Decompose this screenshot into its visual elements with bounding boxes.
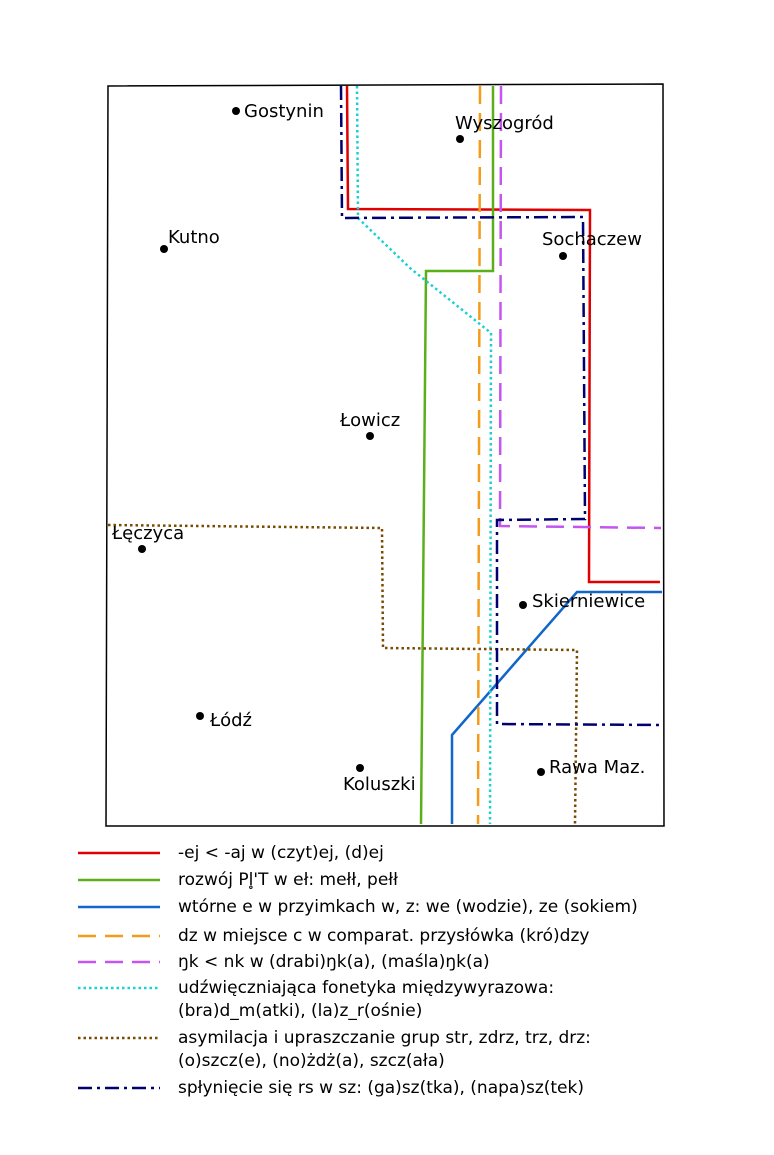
- town-label: Łowicz: [339, 410, 400, 431]
- legend-swatch-pl: [78, 878, 160, 882]
- town-label: Gostynin: [244, 101, 324, 122]
- legend-label-udzw: udźwięczniająca fonetyka międzywyrazowa:: [178, 978, 555, 998]
- isogloss-pl: [419, 86, 495, 825]
- town-marker: [232, 107, 240, 115]
- town-label: Koluszki: [343, 774, 416, 795]
- isogloss-rs: [339, 85, 664, 727]
- isogloss-asym: [107, 523, 579, 825]
- town-label: Łęczyca: [111, 523, 184, 544]
- legend-label-dz: dz w miejsce c w comparat. przysłówka (k…: [178, 926, 590, 946]
- legend-swatch-rs: [78, 1086, 160, 1090]
- town-gostynin: Gostynin: [232, 101, 324, 122]
- legend-label-asym-2: (o)szcz(e), (no)żdż(a), szcz(ała): [178, 1051, 445, 1071]
- town-skierniewice: Skierniewice: [519, 591, 645, 612]
- isogloss-we: [450, 590, 662, 824]
- town-marker: [366, 432, 374, 440]
- town-leczyca: Łęczyca: [111, 523, 184, 553]
- town-lodz: Łódź: [196, 710, 252, 731]
- town-marker: [138, 545, 146, 553]
- legend-swatch-asym: [78, 1036, 160, 1040]
- town-marker: [537, 768, 545, 776]
- town-label: Rawa Maz.: [549, 757, 645, 778]
- legend-label-we: wtórne e w przyimkach w, z: we (wodzie),…: [178, 897, 638, 917]
- isogloss-udzw: [355, 85, 493, 825]
- town-marker: [356, 764, 364, 772]
- legend-label-asym: asymilacja i upraszczanie grup str, zdrz…: [178, 1028, 591, 1048]
- legend-label-pl: rozwój Pl̥'T w eł: mełł, pełł: [178, 870, 398, 890]
- legend-label-nk: ŋk < nk w (drabi)ŋk(a), (maśla)ŋk(a): [178, 952, 490, 972]
- legend-swatch-we: [78, 905, 160, 909]
- town-rawa: Rawa Maz.: [537, 757, 645, 778]
- town-marker: [519, 601, 527, 609]
- legend-swatch-ej: [78, 851, 160, 855]
- town-marker: [559, 252, 567, 260]
- legend-swatch-udzw: [78, 986, 160, 990]
- town-label: Wyszogród: [455, 113, 554, 134]
- town-label: Sochaczew: [542, 229, 642, 250]
- isogloss-ej: [345, 85, 660, 584]
- town-koluszki: Koluszki: [343, 764, 416, 795]
- town-marker: [160, 245, 168, 253]
- legend-swatch-dz: [78, 934, 160, 938]
- map-frame: [105, 83, 665, 827]
- dialect-map: Gostynin Wyszogród Kutno Sochaczew Łowic…: [105, 83, 665, 827]
- isogloss-nk: [498, 85, 662, 530]
- town-marker: [456, 135, 464, 143]
- isogloss-dz: [476, 85, 482, 825]
- legend-swatch-nk: [78, 960, 160, 964]
- town-label: Skierniewice: [532, 591, 645, 612]
- town-label: Kutno: [168, 227, 220, 248]
- town-marker: [196, 712, 204, 720]
- town-lowicz: Łowicz: [339, 410, 400, 440]
- town-wyszogrod: Wyszogród: [455, 113, 554, 143]
- town-kutno: Kutno: [160, 227, 220, 253]
- town-sochaczew: Sochaczew: [542, 229, 642, 260]
- legend-label-ej: -ej < -aj w (czyt)ej, (d)ej: [178, 843, 384, 863]
- town-label: Łódź: [209, 710, 252, 731]
- legend-label-udzw-2: (bra)d_m(atki), (la)z_r(ośnie): [178, 1001, 423, 1021]
- legend-label-rs: spłynięcie się rs w sz: (ga)sz(tka), (na…: [178, 1078, 584, 1098]
